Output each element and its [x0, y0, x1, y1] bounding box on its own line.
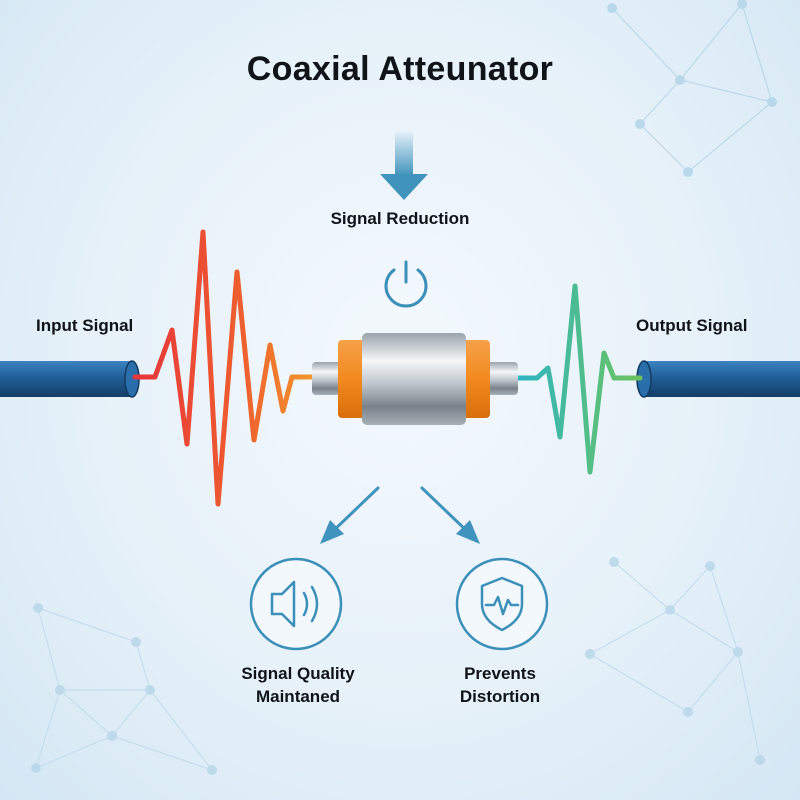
signal-reduction-label: Signal Reduction [330, 209, 470, 228]
input-cable [0, 360, 140, 398]
output-signal-label: Output Signal [636, 316, 748, 335]
output-cable [636, 360, 800, 398]
power-icon [384, 260, 428, 308]
output-signal-wave [511, 283, 643, 475]
network-decoration-bottom-left [31, 603, 217, 775]
diagram-title: Coaxial Atteunator [246, 50, 554, 88]
quality-arrow [320, 486, 380, 544]
shield-pulse-icon [480, 576, 524, 632]
input-signal-label: Input Signal [36, 316, 134, 335]
prevents-distortion-line2: Distortion [459, 687, 541, 706]
distortion-arrow [420, 486, 480, 544]
signal-reduction-arrow [380, 130, 428, 200]
prevents-distortion-badge [455, 557, 549, 651]
input-signal-wave [132, 229, 319, 507]
signal-quality-caption: Signal Quality Maintaned [218, 662, 378, 708]
network-decoration-bottom-right [585, 557, 765, 765]
signal-quality-badge [249, 557, 343, 651]
network-decoration-top-right [607, 0, 777, 177]
signal-quality-line2: Maintaned [255, 687, 341, 706]
prevents-distortion-line1: Prevents [464, 664, 536, 683]
speaker-icon [270, 580, 319, 628]
attenuator-device [312, 333, 518, 425]
signal-quality-line1: Signal Quality [241, 664, 355, 683]
prevents-distortion-caption: Prevents Distortion [420, 662, 580, 708]
